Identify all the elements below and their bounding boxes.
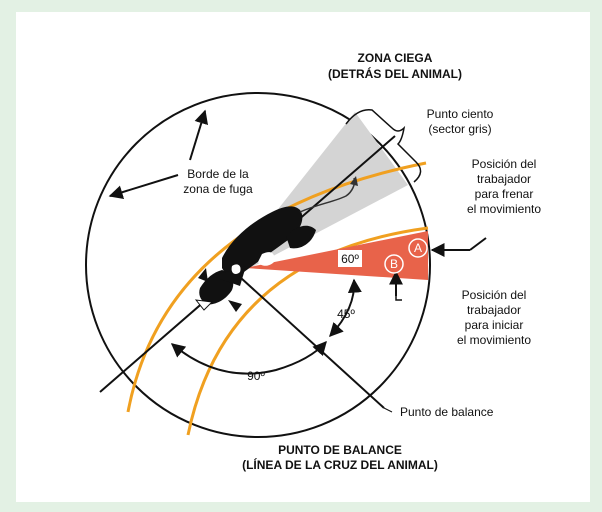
flight-zone-circle [85,92,431,438]
stop-label-line-1: Posición del [472,157,537,171]
start-label-line-3: para iniciar [465,318,524,332]
marker-a-label: A [414,241,422,255]
angle-45-arc [329,278,362,338]
blind-sector-brace [345,109,422,183]
angle-60-label: 60º [341,252,359,266]
stop-position-arrow [469,237,487,251]
balance-point-label: Punto de balance [400,405,494,419]
flight-zone-arrow-left [108,174,179,199]
angle-45-label: 45º [337,307,355,321]
balance-point-line [229,267,385,409]
title-bottom-line-2: (LÍNEA DE LA CRUZ DEL ANIMAL) [242,457,438,472]
blind-point-label-line-1: Punto ciento [427,107,494,121]
start-label-line-4: el movimiento [457,333,531,347]
angle-90-arc [170,340,327,375]
orange-arc-outer [126,161,427,413]
flight-zone-label-line-2: zona de fuga [183,182,253,196]
stop-label-line-3: para frenar [475,187,534,201]
title-top-line-1: ZONA CIEGA [358,51,433,65]
marker-b: B [384,254,404,274]
angle-60-box [338,250,362,267]
start-label-line-2: trabajador [467,303,521,317]
cow-silhouette [194,176,358,312]
flight-zone-label-line-1: Borde de la [187,167,249,181]
start-label-line-1: Posición del [462,288,527,302]
marker-b-label: B [390,257,398,271]
orange-arc-inner [186,226,429,436]
stop-label-line-4: el movimiento [467,202,541,216]
stop-label-line-2: trabajador [477,172,531,186]
title-bottom-line-1: PUNTO DE BALANCE [278,443,402,457]
flight-zone-arrow-up [189,109,209,161]
blind-point-label-line-2: (sector gris) [428,122,491,136]
marker-a: A [408,238,428,258]
balance-point-pointer [383,407,393,413]
angle-90-label: 90º [247,369,265,383]
title-top-line-2: (DETRÁS DEL ANIMAL) [328,66,462,81]
red-sector [245,231,428,280]
